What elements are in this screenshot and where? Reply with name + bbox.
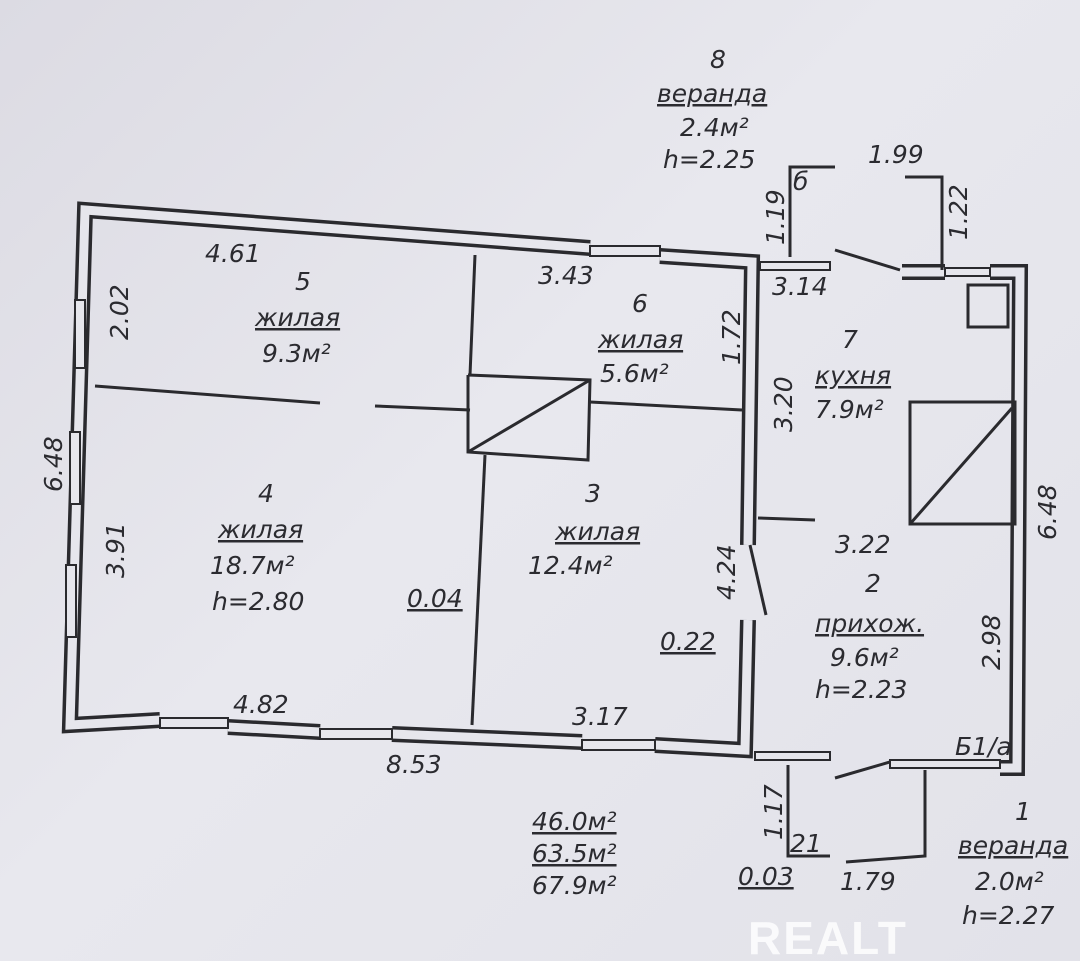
room-8-number: 8 (710, 45, 726, 74)
dim-1-79: 1.79 (840, 867, 896, 896)
room-3-name: жилая (554, 517, 640, 546)
dim-0-04: 0.04 (407, 584, 463, 613)
dim-3-17: 3.17 (572, 702, 628, 731)
room-4-name: жилая (217, 515, 303, 544)
room-3-number: 3 (585, 479, 601, 508)
room-2-height: h=2.23 (815, 675, 907, 704)
room-5-number: 5 (295, 267, 311, 296)
room-4-height: h=2.80 (212, 587, 304, 616)
dim-2-02: 2.02 (105, 284, 134, 340)
dim-1-17: 1.17 (759, 784, 788, 840)
room-6-name: жилая (597, 325, 683, 354)
area-totals: 46.0м² 63.5м² 67.9м² (532, 807, 617, 900)
room-1-height: h=2.27 (962, 901, 1055, 930)
room-1-number: 1 (1015, 797, 1031, 826)
dim-3-22: 3.22 (835, 530, 891, 559)
realt-watermark: REALT (748, 912, 908, 961)
total-area-with-verandas: 67.9м² (532, 871, 617, 900)
total-area: 63.5м² (532, 839, 617, 868)
room-2-area: 9.6м² (830, 643, 899, 672)
room-4-number: 4 (258, 479, 274, 508)
dim-3-14: 3.14 (772, 272, 828, 301)
room-8-name: веранда (657, 79, 767, 108)
dim-0-22: 0.22 (660, 627, 716, 656)
dim-4-82: 4.82 (233, 690, 289, 719)
dim-0-03: 0.03 (738, 862, 794, 891)
room-7-number: 7 (842, 325, 858, 354)
windows (65, 245, 1001, 769)
room-2-name: прихож. (815, 609, 924, 638)
partitions (94, 248, 1017, 780)
dim-4-24: 4.24 (712, 544, 741, 600)
room-5-area: 9.3м² (262, 339, 331, 368)
dim-1-99: 1.99 (868, 140, 924, 169)
room-7-name: кухня (815, 361, 891, 390)
dim-6-48-left: 6.48 (39, 436, 68, 492)
room-2-number: 2 (865, 569, 881, 598)
dim-1-22: 1.22 (944, 184, 973, 240)
room-4-area: 18.7м² (210, 551, 295, 580)
room-7-area: 7.9м² (815, 395, 884, 424)
mark-b: б (793, 167, 808, 196)
mark-b1a: Б1/а (955, 732, 1012, 761)
dim-2-98: 2.98 (977, 614, 1006, 670)
room-8-area: 2.4м² (680, 113, 749, 142)
dim-1-72: 1.72 (717, 309, 746, 365)
dim-1-19: 1.19 (761, 189, 790, 245)
room-1-area: 2.0м² (975, 867, 1044, 896)
dim-8-53: 8.53 (386, 750, 442, 779)
dim-3-20: 3.20 (769, 376, 798, 432)
walls (61, 165, 1029, 864)
mark-21: 21 (790, 829, 822, 858)
room-6-area: 5.6м² (600, 359, 669, 388)
dim-4-61: 4.61 (205, 239, 261, 268)
dim-6-48-right: 6.48 (1033, 484, 1062, 540)
room-3-area: 12.4м² (528, 551, 613, 580)
total-living-area: 46.0м² (532, 807, 617, 836)
dim-3-91: 3.91 (101, 522, 130, 578)
room-6-number: 6 (632, 289, 648, 318)
room-5-name: жилая (254, 303, 340, 332)
dimensions: 4.61 3.43 2.02 1.72 6.48 3.91 0.04 3.20 … (39, 140, 1062, 896)
room-1-name: веранда (958, 831, 1068, 860)
dim-3-43: 3.43 (538, 261, 594, 290)
room-8-height: h=2.25 (663, 145, 755, 174)
